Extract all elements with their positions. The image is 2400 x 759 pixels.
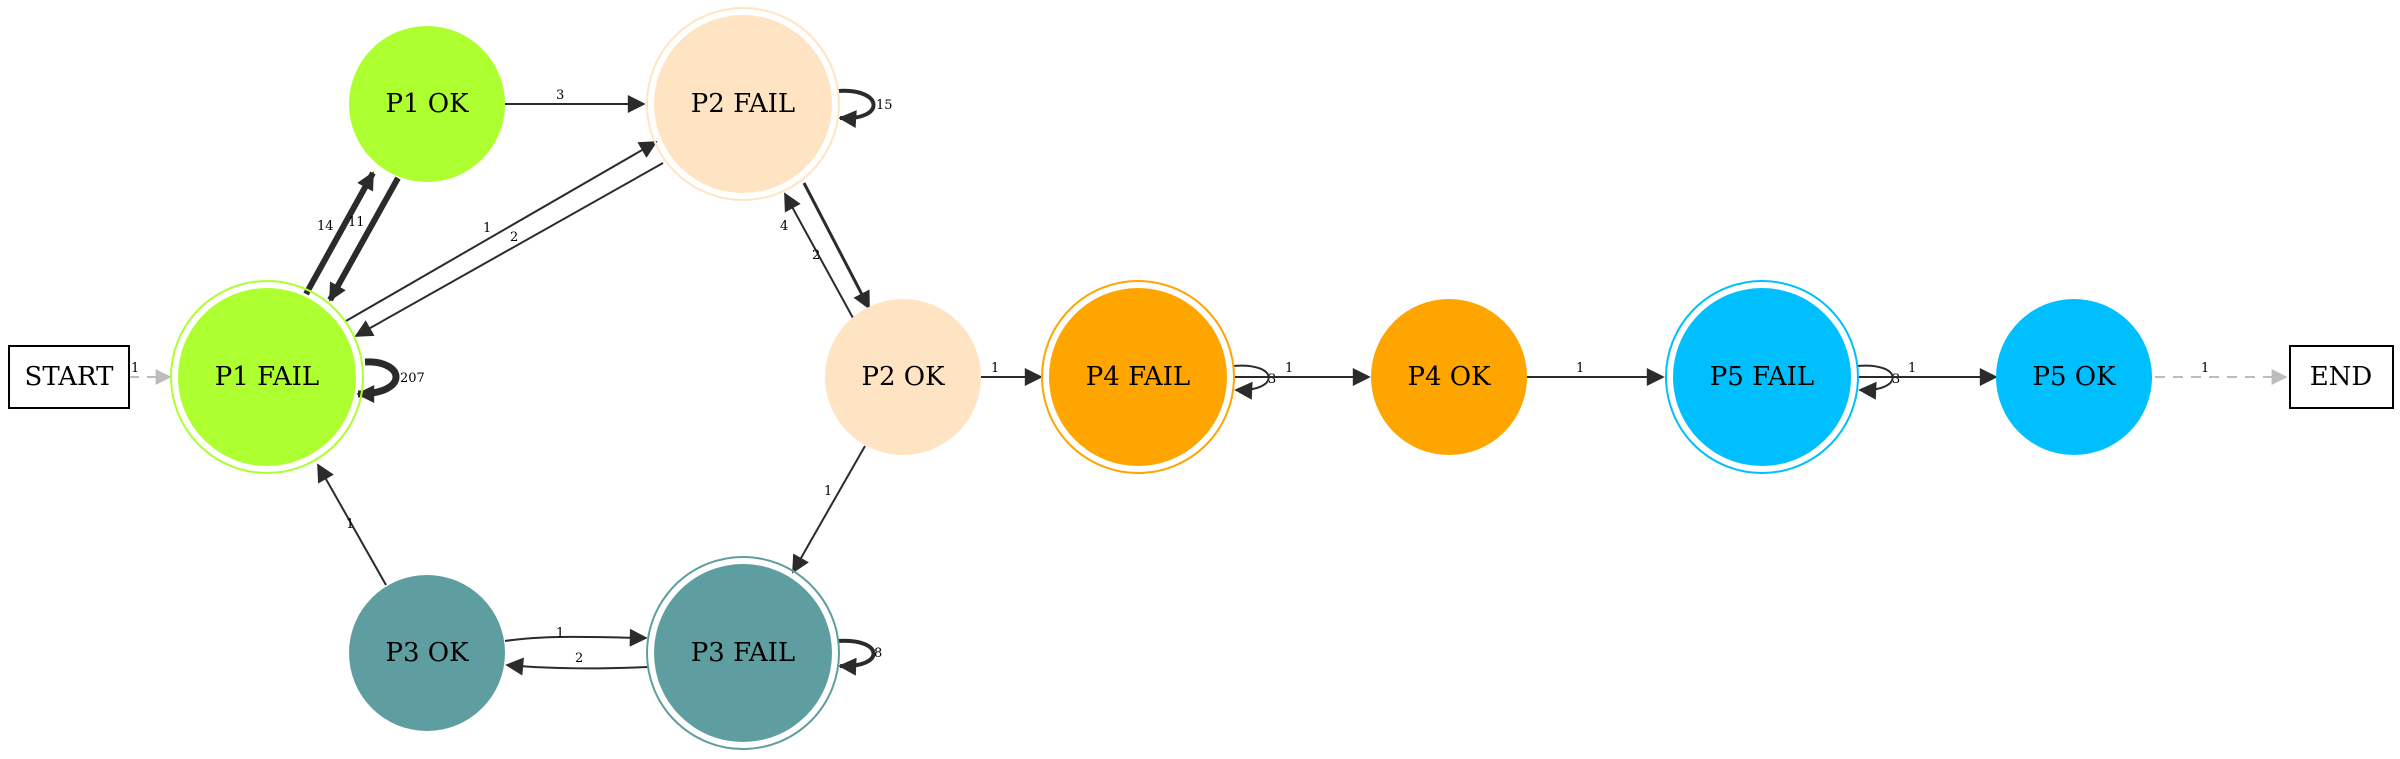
node-p1-fail-label: P1 FAIL xyxy=(215,362,319,392)
edge-label-start-p1fail: 1 xyxy=(131,361,139,376)
edge-label-p5fail-self: 3 xyxy=(1892,372,1900,387)
edge-p3fail-p3ok xyxy=(505,657,649,676)
node-p2-ok[interactable]: P2 OK xyxy=(825,299,981,455)
edge-label-p1fail-p1ok: 14 xyxy=(317,219,334,234)
edge-label-p3fail-p3ok: 2 xyxy=(575,651,583,666)
edge-label-p4ok-p5fail: 1 xyxy=(1576,361,1584,376)
edge-p2fail-self xyxy=(837,88,876,129)
node-p3-fail[interactable]: P3 FAIL xyxy=(646,556,840,750)
edge-p1fail-p2fail xyxy=(345,141,658,322)
edge-label-p3fail-self: 8 xyxy=(874,646,882,661)
edge-label-p5ok-end: 1 xyxy=(2201,361,2209,376)
nodes: START P1 FAIL P1 OK P2 FAIL P2 OK P3 OK xyxy=(8,7,2394,750)
node-start[interactable]: START xyxy=(8,345,130,409)
node-p3-ok-label: P3 OK xyxy=(385,638,469,668)
node-p3-ok[interactable]: P3 OK xyxy=(349,575,505,731)
edge-label-p2fail-self: 15 xyxy=(876,98,893,113)
node-p5-fail[interactable]: P5 FAIL xyxy=(1665,280,1859,474)
node-p4-fail-label: P4 FAIL xyxy=(1086,362,1190,392)
edge-p2ok-p2fail xyxy=(784,192,854,319)
edge-p3ok-p3fail xyxy=(504,628,648,647)
node-p2-ok-label: P2 OK xyxy=(861,362,945,392)
edge-label-p1fail-self: 207 xyxy=(400,371,425,386)
edge-p1fail-self xyxy=(356,358,400,403)
edge-p2fail-p2ok xyxy=(802,182,871,310)
edge-label-p2ok-p4fail: 1 xyxy=(991,361,999,376)
node-p5-ok-label: P5 OK xyxy=(2032,362,2116,392)
node-p3-fail-label: P3 FAIL xyxy=(691,638,795,668)
node-p5-ok[interactable]: P5 OK xyxy=(1996,299,2152,455)
edge-label-p1ok-p2fail: 3 xyxy=(556,88,564,103)
edge-p3fail-self xyxy=(837,638,876,676)
edges: 1 207 14 11 3 1 2 15 4 2 1 1 xyxy=(129,88,2288,676)
edge-label-p4fail-self: 3 xyxy=(1268,372,1276,387)
node-end[interactable]: END xyxy=(2289,345,2394,409)
edge-p1fail-p1ok xyxy=(303,171,376,296)
node-p1-ok[interactable]: P1 OK xyxy=(349,26,505,182)
edge-label-p3ok-p1fail: 1 xyxy=(346,517,354,532)
node-p4-ok[interactable]: P4 OK xyxy=(1371,299,1527,455)
node-p1-fail[interactable]: P1 FAIL xyxy=(170,280,364,474)
edge-label-p2ok-p3fail: 1 xyxy=(824,484,832,499)
node-p2-fail[interactable]: P2 FAIL xyxy=(646,7,840,201)
edge-label-p1fail-p2fail: 1 xyxy=(483,221,491,236)
edge-p2fail-p1fail xyxy=(354,162,664,337)
edge-label-p2ok-p2fail: 2 xyxy=(812,248,820,263)
node-p5-fail-label: P5 FAIL xyxy=(1710,362,1814,392)
edge-label-p2fail-p2ok: 4 xyxy=(780,219,788,234)
edge-p2ok-p3fail xyxy=(792,445,866,574)
edge-label-p4fail-p4ok: 1 xyxy=(1285,361,1293,376)
edge-p1ok-p1fail xyxy=(327,176,401,302)
node-p1-ok-label: P1 OK xyxy=(385,89,469,119)
node-p4-fail[interactable]: P4 FAIL xyxy=(1041,280,1235,474)
edge-label-p2fail-p1fail: 2 xyxy=(510,230,518,245)
edge-label-p5fail-p5ok: 1 xyxy=(1908,361,1916,376)
node-p2-fail-label: P2 FAIL xyxy=(691,89,795,119)
edge-label-p3ok-p3fail: 1 xyxy=(556,626,564,641)
node-start-label: START xyxy=(25,362,115,392)
edge-p3ok-p1fail xyxy=(317,463,387,586)
node-end-label: END xyxy=(2310,362,2373,392)
edge-label-p1ok-p1fail: 11 xyxy=(348,215,365,230)
node-p4-ok-label: P4 OK xyxy=(1407,362,1491,392)
